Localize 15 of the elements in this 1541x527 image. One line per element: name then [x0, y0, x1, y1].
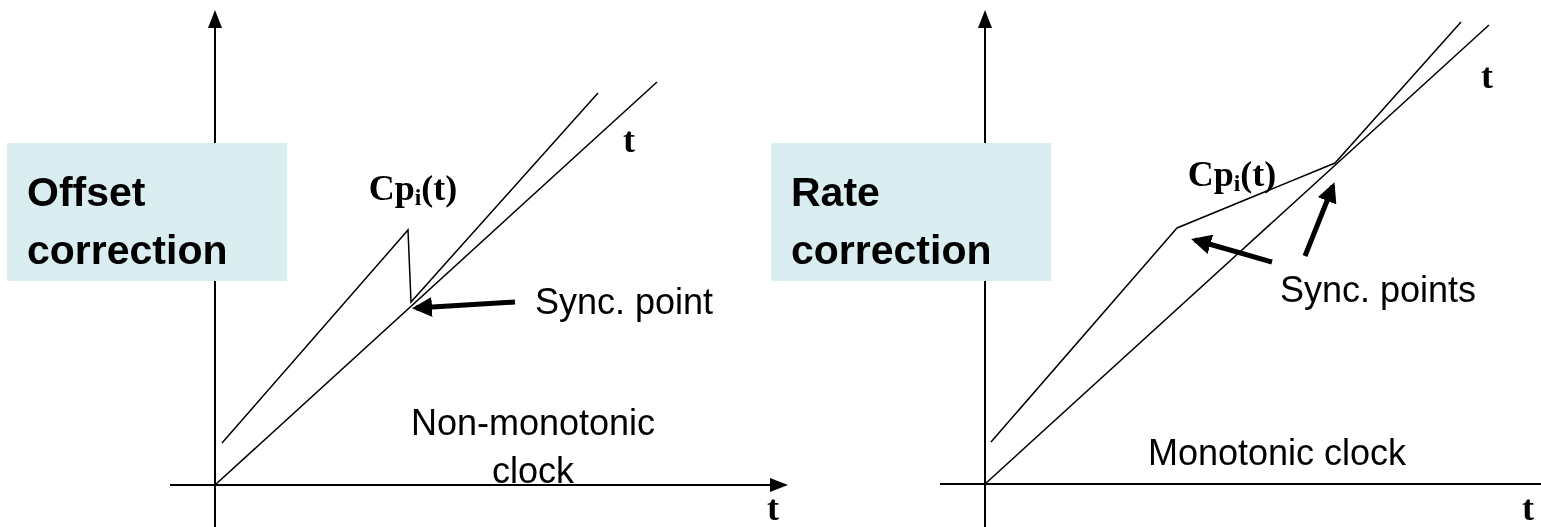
- arrow: [412, 297, 516, 317]
- curve-label: Cp$_{i}$(t): [1187, 156, 1277, 196]
- axis-label: t: [1522, 490, 1534, 526]
- arrow: [1302, 182, 1337, 257]
- annotation-text: Non-monotonic clock: [409, 401, 657, 493]
- arrow: [1191, 234, 1273, 265]
- axis-label: t: [767, 490, 779, 526]
- curve-label: Cp$_{i}$(t): [368, 170, 458, 210]
- title-panel: Offset correction: [7, 143, 287, 281]
- callout-text: Sync. point: [535, 280, 714, 324]
- axis-label: t: [1481, 58, 1493, 94]
- axis-label: t: [623, 122, 635, 158]
- title-panel: Rate correction: [771, 143, 1051, 281]
- annotation-text: Monotonic clock: [1147, 435, 1407, 471]
- callout-text: Sync. points: [1280, 268, 1477, 312]
